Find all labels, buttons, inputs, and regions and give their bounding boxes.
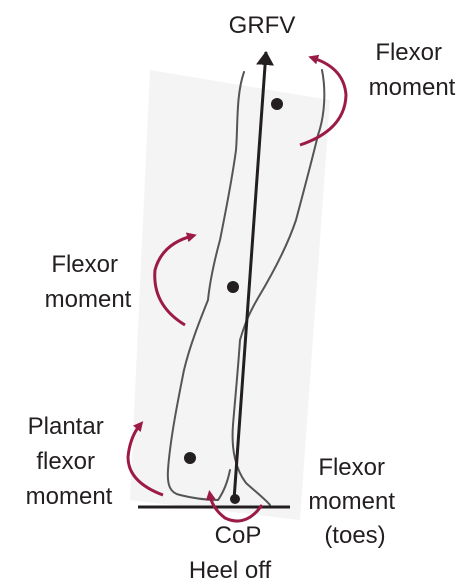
ankle-moment-line-2: flexor — [36, 448, 95, 475]
background-band — [130, 70, 330, 520]
cop-dot — [230, 494, 240, 504]
hip-moment-label: Flexor moment — [369, 39, 456, 101]
phase-label: Heel off — [189, 557, 272, 584]
hip-joint-dot — [271, 98, 283, 110]
ankle-moment-line-3: moment — [26, 483, 113, 510]
hip-moment-line-2: moment — [369, 74, 456, 101]
ankle-moment-label: Plantar flexor moment — [26, 413, 113, 510]
toe-moment-line-3: (toes) — [324, 522, 385, 549]
knee-moment-label: Flexor moment — [45, 251, 132, 313]
ankle-joint-dot — [184, 452, 196, 464]
toe-moment-label: Flexor moment (toes) — [308, 454, 401, 549]
toe-moment-line-1: Flexor — [318, 454, 385, 481]
knee-moment-line-1: Flexor — [51, 251, 118, 278]
cop-label: CoP — [215, 522, 262, 549]
grfv-label: GRFV — [229, 12, 296, 39]
toe-moment-line-2: moment — [308, 488, 395, 515]
knee-joint-dot — [227, 281, 239, 293]
hip-moment-line-1: Flexor — [375, 39, 442, 66]
knee-moment-line-2: moment — [45, 286, 132, 313]
ankle-moment-line-1: Plantar — [28, 413, 104, 440]
